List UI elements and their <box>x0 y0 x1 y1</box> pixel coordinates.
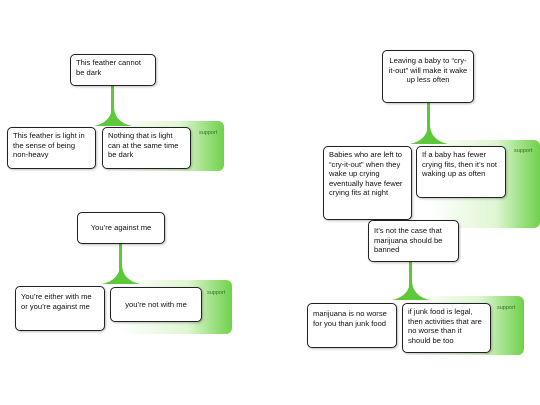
relation-label: support <box>497 305 516 311</box>
premise-node[interactable]: you’re not with me <box>110 287 202 322</box>
claim-node[interactable]: You’re against me <box>77 212 165 244</box>
support-connector-foot <box>410 124 448 144</box>
claim-node[interactable]: Leaving a baby to “cry-it-out” will make… <box>382 50 474 103</box>
relation-label: support <box>207 290 226 296</box>
premise-node[interactable]: Babies who are left to “cry-it-out” when… <box>323 146 412 220</box>
relation-label: support <box>199 130 218 136</box>
support-connector-foot <box>94 106 132 126</box>
support-connector <box>111 86 114 124</box>
premise-node[interactable]: You’re either with me or you’re against … <box>15 286 105 331</box>
support-connector-foot <box>102 264 140 284</box>
premise-node[interactable]: Nothing that is light can at the same ti… <box>102 127 191 169</box>
support-connector-foot <box>392 280 430 300</box>
premise-node[interactable]: marijuana is no worse for you than junk … <box>307 303 397 348</box>
support-connector <box>427 103 430 143</box>
premise-node[interactable]: if junk food is legal, then activities t… <box>402 303 491 353</box>
premise-node[interactable]: This feather is light in the sense of be… <box>7 127 96 169</box>
relation-label: support <box>514 148 533 154</box>
claim-node[interactable]: This feather cannot be dark <box>70 54 156 86</box>
support-connector <box>119 244 122 282</box>
claim-node[interactable]: It’s not the case that marijuana should … <box>368 220 459 262</box>
premise-node[interactable]: If a baby has fewer crying fits, then it… <box>416 146 506 198</box>
